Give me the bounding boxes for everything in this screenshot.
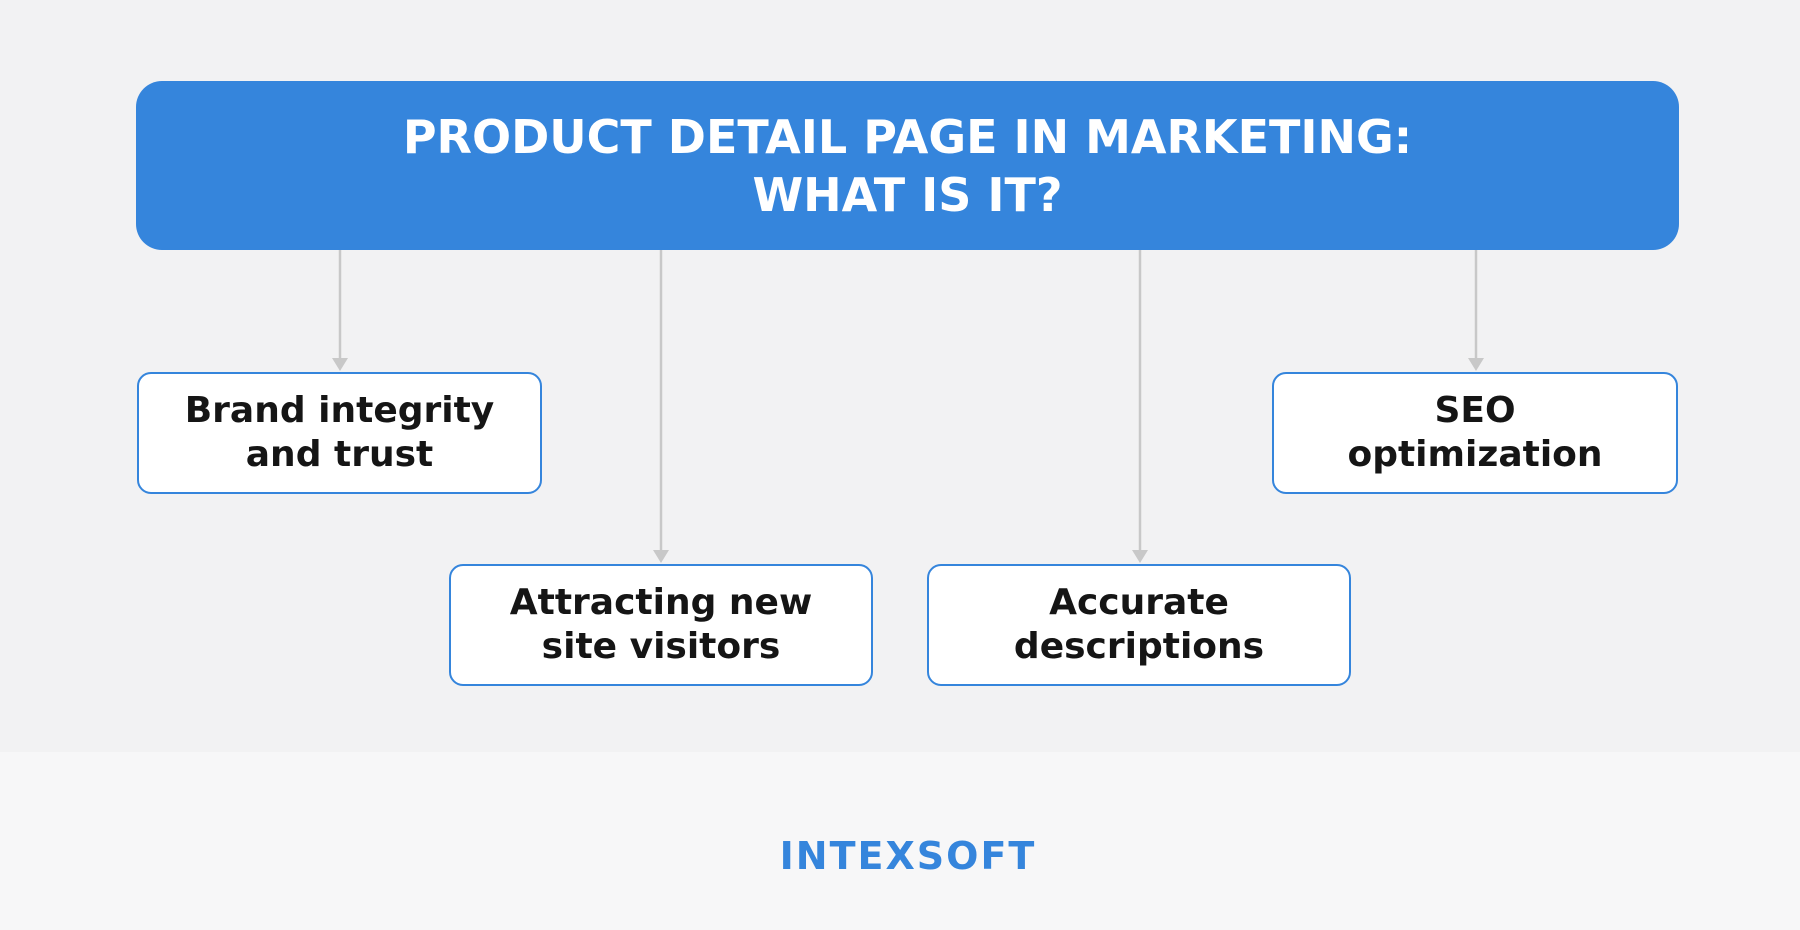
node-accurate-descriptions-line-2: descriptions <box>1013 626 1265 667</box>
arrowhead-accurate-descriptions <box>1132 550 1148 563</box>
node-accurate-descriptions: Accurate descriptions <box>927 564 1351 686</box>
node-seo-optimization-line-1: SEO <box>1434 390 1516 431</box>
arrowhead-brand-integrity <box>332 358 348 371</box>
title-line-1: PRODUCT DETAIL PAGE IN MARKETING: <box>402 109 1413 164</box>
arrowhead-attracting-visitors <box>653 550 669 563</box>
node-attracting-visitors: Attracting new site visitors <box>449 564 873 686</box>
footer-background <box>0 752 1800 930</box>
node-seo-optimization-line-2: optimization <box>1347 434 1603 475</box>
node-attracting-visitors-line-1: Attracting new <box>509 582 813 623</box>
node-accurate-descriptions-line-1: Accurate <box>1049 582 1229 623</box>
node-brand-integrity: Brand integrity and trust <box>137 372 542 494</box>
intexsoft-logo: INTEXSOFT <box>779 834 1037 878</box>
node-seo-optimization: SEO optimization <box>1272 372 1678 494</box>
node-brand-integrity-line-1: Brand integrity <box>184 390 495 431</box>
node-attracting-visitors-line-2: site visitors <box>541 626 781 667</box>
node-brand-integrity-line-2: and trust <box>245 434 434 475</box>
arrowhead-seo <box>1468 358 1484 371</box>
title-line-2: WHAT IS IT? <box>752 167 1063 222</box>
diagram-title: PRODUCT DETAIL PAGE IN MARKETING: WHAT I… <box>136 81 1679 250</box>
